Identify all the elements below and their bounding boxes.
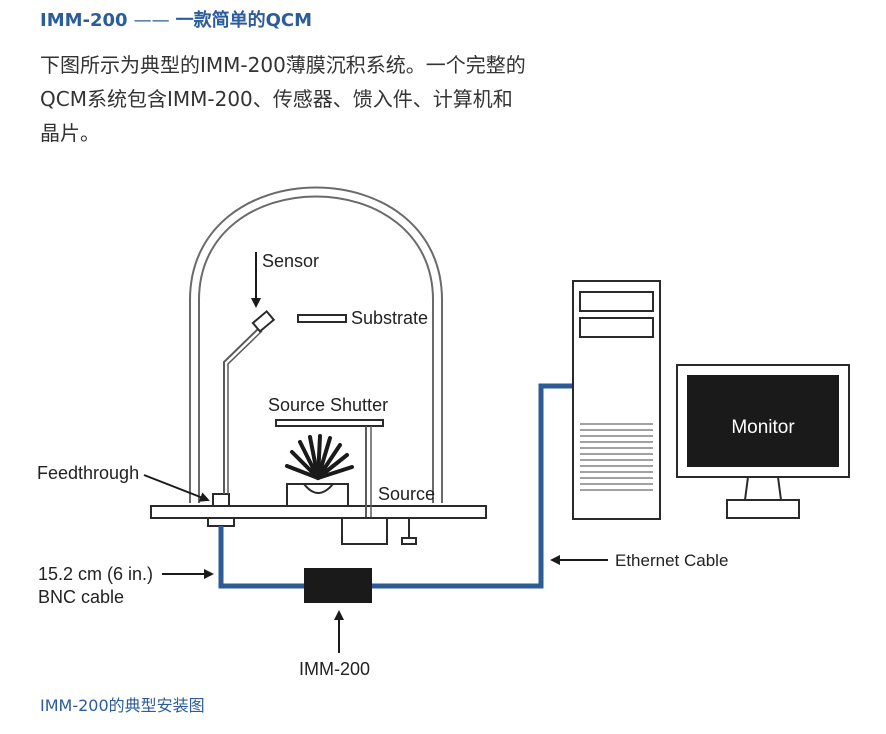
feedthrough-arrow: [143, 474, 210, 502]
label-substrate: Substrate: [351, 308, 428, 328]
substrate: [297, 314, 347, 323]
bnc-cable: [218, 526, 304, 589]
drive-bay-1: [579, 291, 654, 312]
source-melt: [301, 483, 336, 494]
ethernet-cable: [372, 383, 574, 589]
monitor-stand: [726, 499, 800, 519]
monitor-screen: [687, 375, 839, 467]
tower-vents: [580, 423, 653, 491]
shutter-housing: [341, 517, 388, 545]
label-sensor: Sensor: [262, 251, 319, 271]
base-plate: [150, 505, 487, 519]
imm-200-unit: [304, 568, 372, 603]
bell-jar-outer: [189, 186, 443, 503]
bell-jar-inner: [198, 195, 434, 503]
base-bolt-nut: [401, 537, 417, 545]
page-title: IMM-200——一款简单的QCM: [40, 6, 312, 32]
title-sub: 一款简单的QCM: [175, 10, 313, 31]
sensor-head: [251, 309, 276, 333]
sensor-arm: [223, 326, 261, 494]
label-source-shutter: Source Shutter: [268, 395, 388, 415]
intro-line-2: QCM系统包含IMM-200、传感器、馈入件、计算机和: [40, 87, 513, 111]
vapor-plume: [285, 434, 354, 480]
intro-paragraph: 下图所示为典型的IMM-200薄膜沉积系统。一个完整的 QCM系统包含IMM-2…: [40, 48, 640, 150]
intro-line-1: 下图所示为典型的IMM-200薄膜沉积系统。一个完整的: [40, 53, 526, 77]
sensor-arm-inner: [227, 330, 263, 494]
title-main: IMM-200: [40, 10, 128, 31]
drive-bay-2: [579, 317, 654, 338]
label-cable-type: BNC cable: [38, 587, 124, 607]
figure-caption: IMM-200的典型安装图: [40, 696, 205, 715]
label-imm-200: IMM-200: [299, 659, 370, 679]
computer-tower: [572, 280, 661, 520]
label-cable-length: 15.2 cm (6 in.): [38, 564, 153, 584]
label-feedthrough: Feedthrough: [37, 463, 139, 483]
source-shutter: [275, 419, 384, 427]
label-monitor: Monitor: [731, 417, 795, 438]
title-dash: ——: [133, 10, 170, 31]
intro-line-3: 晶片。: [40, 121, 100, 145]
monitor-neck: [743, 476, 783, 501]
feedthrough: [212, 493, 230, 507]
feedthrough-connector: [207, 517, 235, 527]
label-ethernet: Ethernet Cable: [615, 551, 728, 570]
label-source: Source: [378, 484, 435, 504]
